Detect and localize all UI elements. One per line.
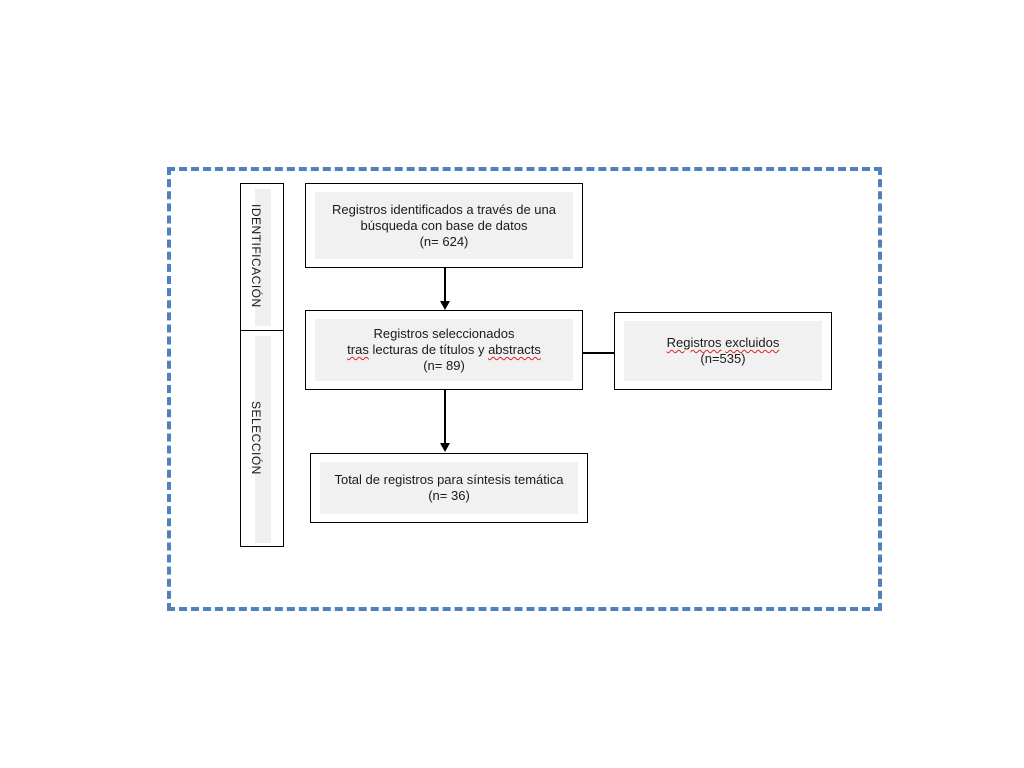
arrow-screened-to-included-head [440,443,450,452]
box-records-screened-content: Registros seleccionados tras lecturas de… [315,319,573,381]
screened-line-2-part-c: abstracts [488,342,541,357]
phase-label-selection: SELECCIÓN [249,401,263,475]
included-line-1: Total de registros para síntesis temátic… [334,472,564,487]
identified-line-1: Registros identificados a través de una [331,201,556,217]
box-records-excluded-content: Registros excluidos (n=535) [624,321,822,381]
box-records-included-content: Total de registros para síntesis temátic… [320,462,578,514]
identified-line-2: búsqueda con base de datos [360,217,528,233]
phase-column: IDENTIFICACIÓN SELECCIÓN [240,183,284,547]
box-records-identified-content: Registros identificados a través de una … [315,192,573,259]
arrow-screened-to-included-line [444,390,446,444]
dashed-outer-frame [167,167,882,611]
screened-count: (n= 89) [423,358,465,373]
connector-screened-to-excluded [583,352,614,354]
phase-divider [241,330,283,331]
screened-line-1: Registros seleccionados [373,326,515,341]
screened-line-2-part-b: lecturas de títulos y [368,342,489,357]
excluded-label-part-a: Registros [666,335,722,350]
identified-count: (n= 624) [419,233,469,249]
phase-cell-selection [255,336,271,543]
box-records-excluded: Registros excluidos (n=535) [614,312,832,390]
box-records-identified: Registros identificados a través de una … [305,183,583,268]
phase-cell-identification [255,189,271,326]
included-count: (n= 36) [428,488,470,503]
excluded-count: (n=535) [700,351,746,366]
screened-line-2-part-a: tras [347,342,369,357]
arrow-identified-to-screened-line [444,268,446,302]
box-records-screened: Registros seleccionados tras lecturas de… [305,310,583,390]
excluded-label: Registros excluidos [667,335,780,351]
screened-line-2: tras lecturas de títulos y abstracts [347,342,541,358]
excluded-label-part-b: excluidos [725,335,780,350]
box-records-included: Total de registros para síntesis temátic… [310,453,588,523]
arrow-identified-to-screened-head [440,301,450,310]
phase-label-identification: IDENTIFICACIÓN [249,204,263,308]
